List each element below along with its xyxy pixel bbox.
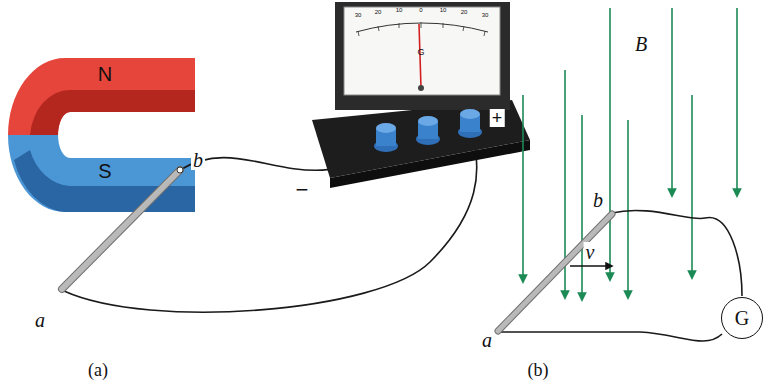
scale-number: 20 xyxy=(461,9,468,15)
rod-end xyxy=(177,167,183,173)
label: a xyxy=(33,310,47,330)
galvanometer xyxy=(312,2,530,188)
label: a xyxy=(480,330,494,350)
horseshoe-magnet xyxy=(8,58,195,212)
metal-rod xyxy=(62,170,180,289)
label: v xyxy=(584,242,597,262)
label: N xyxy=(98,64,112,84)
label: + xyxy=(490,109,505,127)
galvanometer-circle: G xyxy=(721,297,763,339)
velocity-arrow xyxy=(570,265,612,266)
label: B xyxy=(633,34,649,54)
label: b xyxy=(191,150,205,170)
scale-number: 10 xyxy=(440,7,447,13)
metal-rod xyxy=(62,170,180,289)
field-lines xyxy=(523,8,737,300)
label: G xyxy=(417,48,424,57)
label: (b) xyxy=(526,361,551,379)
scale-number: 20 xyxy=(375,9,382,15)
scale-number: 30 xyxy=(482,12,489,18)
meter-letter: G xyxy=(735,308,749,328)
wire xyxy=(498,332,722,341)
wire xyxy=(612,210,742,296)
scale-number: 0 xyxy=(419,7,422,13)
metal-rod xyxy=(498,214,612,331)
metal-rod xyxy=(498,214,612,331)
label: − xyxy=(294,179,311,201)
label: S xyxy=(98,161,111,181)
label: b xyxy=(591,190,605,210)
scale-number: 30 xyxy=(355,12,362,18)
scale-number: 10 xyxy=(396,7,403,13)
label: (a) xyxy=(86,361,110,379)
